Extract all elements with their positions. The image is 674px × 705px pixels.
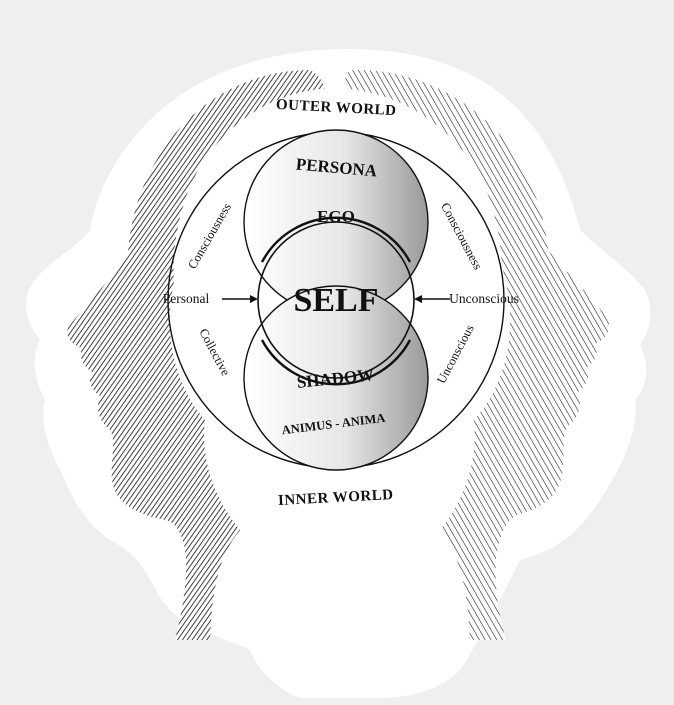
shadow-arc bbox=[260, 339, 412, 386]
label-outer-world: OUTER WORLD bbox=[276, 97, 397, 119]
label-personal: Personal bbox=[163, 291, 210, 306]
label-self: SELF bbox=[293, 282, 378, 319]
label-inner-world: INNER WORLD bbox=[278, 487, 394, 509]
self-circle bbox=[257, 221, 415, 379]
right-head-silhouette bbox=[345, 69, 610, 641]
right-arrow-icon bbox=[414, 295, 450, 303]
left-arrow-icon bbox=[222, 295, 258, 303]
ego-arc bbox=[260, 216, 412, 263]
label-unconscious-right: Unconscious bbox=[449, 291, 519, 306]
label-ego: EGO bbox=[317, 207, 355, 226]
left-head-silhouette bbox=[67, 70, 326, 640]
